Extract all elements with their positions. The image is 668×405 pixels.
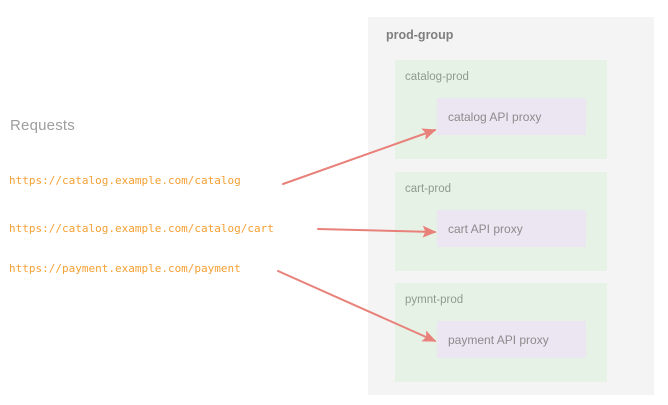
proxy-box-cart: cart API proxy [437, 210, 586, 247]
environment-label-pymnt-prod: pymnt-prod [405, 294, 464, 306]
proxy-label-cart: cart API proxy [448, 221, 523, 236]
environment-label-catalog-prod: catalog-prod [405, 71, 469, 83]
requests-heading: Requests [10, 117, 75, 134]
request-url-catalog: https://catalog.example.com/catalog [9, 174, 241, 187]
request-url-payment: https://payment.example.com/payment [9, 262, 241, 275]
environment-box-catalog-prod: catalog-prod catalog API proxy [395, 60, 607, 159]
environment-box-pymnt-prod: pymnt-prod payment API proxy [395, 283, 607, 382]
proxy-label-payment: payment API proxy [448, 332, 549, 347]
proxy-label-catalog: catalog API proxy [448, 109, 542, 124]
proxy-box-catalog: catalog API proxy [437, 98, 586, 135]
request-url-catalog-cart: https://catalog.example.com/catalog/cart [9, 222, 274, 235]
environment-box-cart-prod: cart-prod cart API proxy [395, 172, 607, 271]
environment-group-label: prod-group [386, 28, 454, 42]
environment-label-cart-prod: cart-prod [405, 183, 452, 195]
proxy-box-payment: payment API proxy [437, 321, 586, 358]
environment-group-panel: prod-group catalog-prod catalog API prox… [368, 17, 654, 395]
